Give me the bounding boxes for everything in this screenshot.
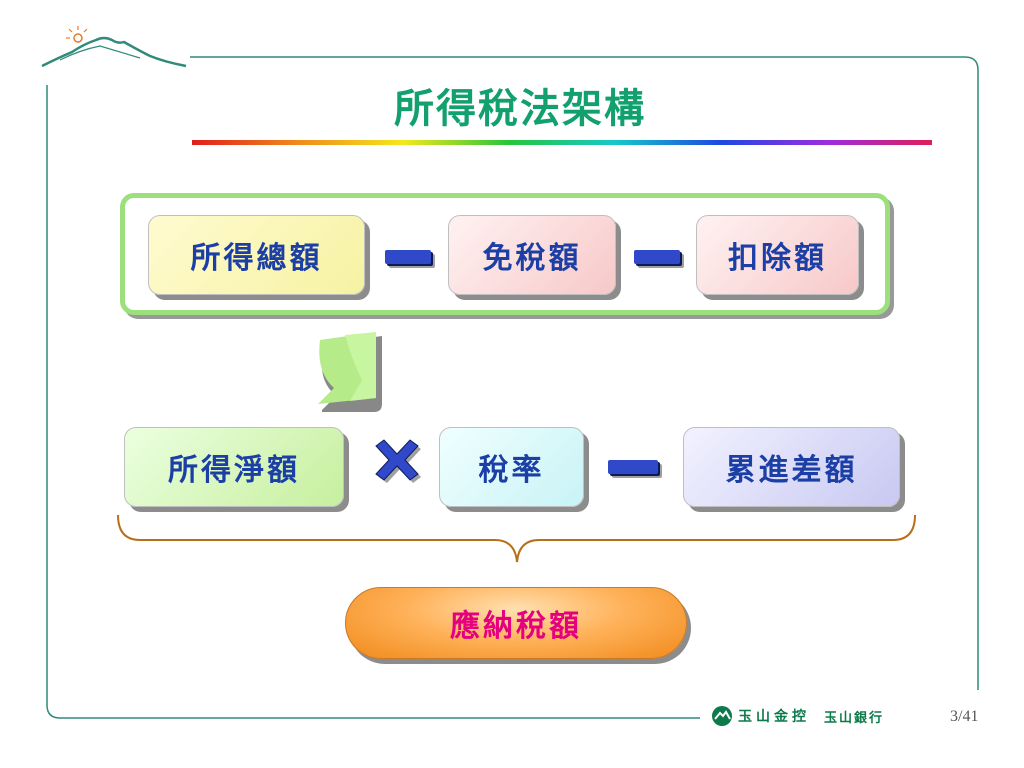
esun-logo-icon: [712, 706, 732, 726]
net-income-box: 所得淨額: [124, 427, 344, 507]
minus-icon: [608, 460, 658, 474]
progressive-difference-box: 累進差額: [683, 427, 900, 507]
gross-income-box: 所得總額: [148, 215, 365, 295]
tax-rate-box: 稅率: [439, 427, 584, 507]
mountain-logo-icon: [41, 26, 187, 68]
tax-payable-box: 應納稅額: [345, 587, 687, 659]
brand-holding-name: 玉山金控: [738, 709, 810, 725]
page-number: 3/41: [950, 708, 979, 725]
exemption-box: 免稅額: [448, 215, 616, 295]
summation-brace: [117, 514, 916, 563]
down-arrow-icon: [318, 332, 382, 412]
minus-icon: [385, 250, 431, 264]
slide-title: 所得稅法架構: [394, 85, 646, 132]
multiply-icon: [375, 439, 421, 483]
minus-icon: [634, 250, 680, 264]
deduction-box: 扣除額: [696, 215, 859, 295]
frame-border: [46, 56, 979, 719]
title-underline: [192, 140, 932, 145]
brand-bank-name: 玉山銀行: [824, 710, 885, 726]
footer-brand: 玉山金控 玉山銀行: [738, 706, 884, 726]
